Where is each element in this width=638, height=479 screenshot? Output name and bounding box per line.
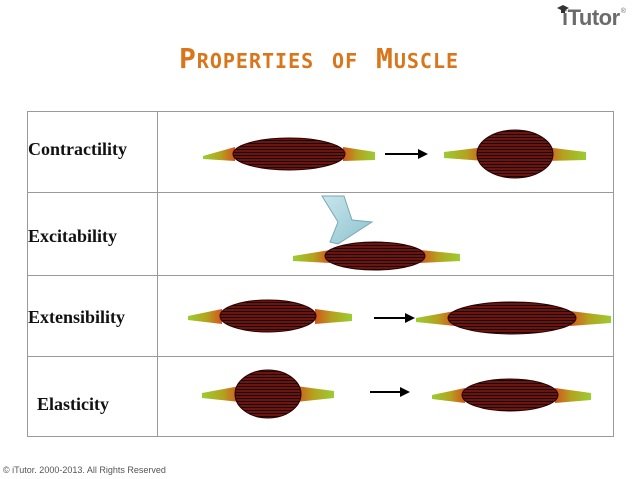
graduation-cap-icon xyxy=(557,5,569,13)
row-label-contractility: Contractility xyxy=(28,139,127,159)
row-label-extensibility: Extensibility xyxy=(28,307,126,327)
row-label-elasticity: Elasticity xyxy=(37,394,109,414)
arrow-right-icon xyxy=(374,313,415,323)
muscle-stimulated xyxy=(293,241,460,271)
itutor-logo: iTutor ® xyxy=(562,5,626,31)
stimulus-electrode-icon xyxy=(321,195,374,245)
arrow-right-icon xyxy=(370,387,410,397)
logo-text: iTutor xyxy=(562,5,620,30)
copyright-footer: © iTutor. 2000-2013. All Rights Reserved xyxy=(3,465,166,475)
registered-mark: ® xyxy=(620,8,626,15)
row-divider xyxy=(28,275,613,276)
muscle-stretched-short xyxy=(202,369,334,419)
row-divider xyxy=(28,356,613,357)
arrow-right-icon xyxy=(385,149,428,159)
properties-table: Contractility Excitability Extensibility… xyxy=(27,111,614,437)
column-divider xyxy=(157,112,158,436)
slide-title: Properties of Muscle xyxy=(178,42,460,75)
muscle-relaxed xyxy=(203,137,375,171)
muscle-stretched xyxy=(416,301,611,335)
muscle-resting xyxy=(188,299,352,333)
muscle-recoiled xyxy=(432,378,591,412)
row-divider xyxy=(28,192,613,193)
row-label-excitability: Excitability xyxy=(28,226,117,246)
muscle-contracted xyxy=(444,129,586,179)
